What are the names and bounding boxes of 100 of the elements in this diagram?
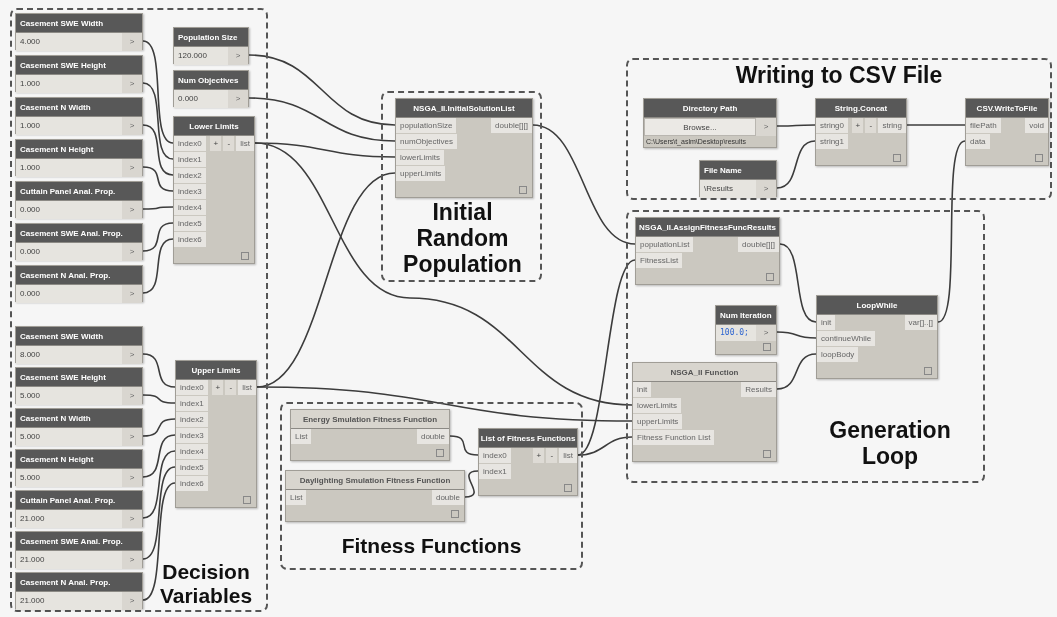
- wire-connector: [256, 386, 633, 422]
- wire-connector: [142, 222, 174, 252]
- input-port: index3: [174, 184, 206, 199]
- input-port: loopBody: [817, 347, 859, 362]
- node-title: Cuttain Panel Anal. Prop.: [20, 186, 116, 196]
- wire-connector: [906, 124, 966, 126]
- group-heading: Writing to CSV File: [734, 63, 944, 89]
- group-heading: Decision Variables: [158, 560, 254, 608]
- output-port: double: [431, 490, 464, 505]
- number-value: 120.000: [174, 47, 228, 65]
- group-frame: [626, 210, 985, 483]
- wire-connector: [937, 140, 966, 323]
- add-input-button: +: [533, 448, 545, 463]
- input-port: data: [966, 134, 990, 149]
- function-node: [285, 470, 465, 522]
- number-input-node: [15, 449, 143, 486]
- output-port: list: [238, 380, 256, 395]
- function-node: [395, 98, 533, 198]
- input-port: filePath: [966, 118, 1001, 133]
- input-port: index4: [176, 444, 208, 459]
- node-title: List of Fitness Functions: [480, 433, 576, 443]
- remove-input-button: -: [225, 380, 237, 395]
- wire-connector: [142, 82, 174, 160]
- input-port: index5: [176, 460, 208, 475]
- output-port: list: [559, 448, 577, 463]
- input-port: index5: [174, 216, 206, 231]
- wire-connector: [142, 450, 176, 519]
- number-input-node: [15, 367, 143, 404]
- input-port: init: [633, 382, 652, 397]
- node-title: Casement N Anal. Prop.: [20, 577, 111, 587]
- input-port: List: [286, 490, 307, 505]
- number-input-node: [15, 97, 143, 134]
- number-input-node: [699, 160, 777, 197]
- output-port: Results: [741, 382, 776, 397]
- node-title: Directory Path: [682, 103, 738, 113]
- wire-connector: [254, 142, 633, 406]
- input-port: index2: [174, 168, 206, 183]
- node-title: Casement SWE Height: [20, 60, 106, 70]
- wire-connector: [142, 482, 176, 601]
- input-port: index0: [176, 380, 208, 395]
- input-port: populationSize: [396, 118, 457, 133]
- input-port: populationList: [636, 237, 694, 252]
- output-port: >: [122, 75, 142, 93]
- wire-connector: [776, 140, 816, 189]
- number-value: 0.000: [16, 243, 122, 261]
- number-input-node: [15, 223, 143, 260]
- wire-connector: [142, 394, 176, 404]
- number-input-node: [15, 181, 143, 218]
- node-title: Population Size: [178, 32, 238, 42]
- wire-connector: [142, 40, 174, 144]
- output-port: list: [236, 136, 254, 151]
- number-value: 8.000: [16, 346, 122, 364]
- input-port: upperLimits: [633, 414, 683, 429]
- output-port: void: [1025, 118, 1048, 133]
- group-heading: Initial Random Population: [402, 200, 523, 278]
- number-value: 0.000: [174, 90, 228, 108]
- output-port: >: [228, 90, 248, 108]
- list-create-node: [815, 98, 907, 166]
- number-input-node: [15, 55, 143, 92]
- list-create-node: [175, 360, 257, 508]
- number-value: \Results: [700, 180, 756, 198]
- number-input-node: [15, 265, 143, 302]
- wire-connector: [248, 54, 396, 126]
- remove-input-button: -: [546, 448, 558, 463]
- group-frame: [626, 58, 1052, 200]
- node-title: Casement N Width: [20, 102, 91, 112]
- wire-connector: [577, 436, 633, 456]
- output-port: >: [122, 117, 142, 135]
- input-port: lowerLimits: [396, 150, 444, 165]
- number-input-node: [15, 531, 143, 568]
- node-title: Casement SWE Width: [20, 331, 104, 341]
- number-value: 5.000: [16, 428, 122, 446]
- output-port: >: [228, 47, 248, 65]
- number-value: 4.000: [16, 33, 122, 51]
- output-port: >: [122, 33, 142, 51]
- input-port: index3: [176, 428, 208, 443]
- node-title: Lower Limits: [189, 121, 239, 131]
- number-input-node: [15, 490, 143, 527]
- output-port: >: [122, 510, 142, 528]
- number-value: 1.000: [16, 75, 122, 93]
- wire-connector: [779, 243, 817, 323]
- output-port: >: [122, 551, 142, 569]
- number-input-node: [15, 13, 143, 50]
- wire-connector: [532, 124, 636, 245]
- number-value: 21.000: [16, 551, 122, 569]
- node-title: Casement N Width: [20, 413, 91, 423]
- group-heading: Fitness Functions: [340, 534, 523, 558]
- input-port: FitnessList: [636, 253, 683, 268]
- wire-connector: [464, 470, 479, 498]
- group-frame: [10, 8, 268, 612]
- node-title: Cuttain Panel Anal. Prop.: [20, 495, 116, 505]
- wire-connector: [142, 353, 176, 388]
- node-title: NSGA_II.InitialSolutionList: [413, 103, 515, 113]
- wire-connector: [142, 418, 176, 437]
- group-frame: [280, 402, 583, 570]
- remove-input-button: -: [223, 136, 235, 151]
- input-port: string1: [816, 134, 848, 149]
- node-title: Casement SWE Height: [20, 372, 106, 382]
- number-input-node: [15, 408, 143, 445]
- output-port: double[][]: [738, 237, 779, 252]
